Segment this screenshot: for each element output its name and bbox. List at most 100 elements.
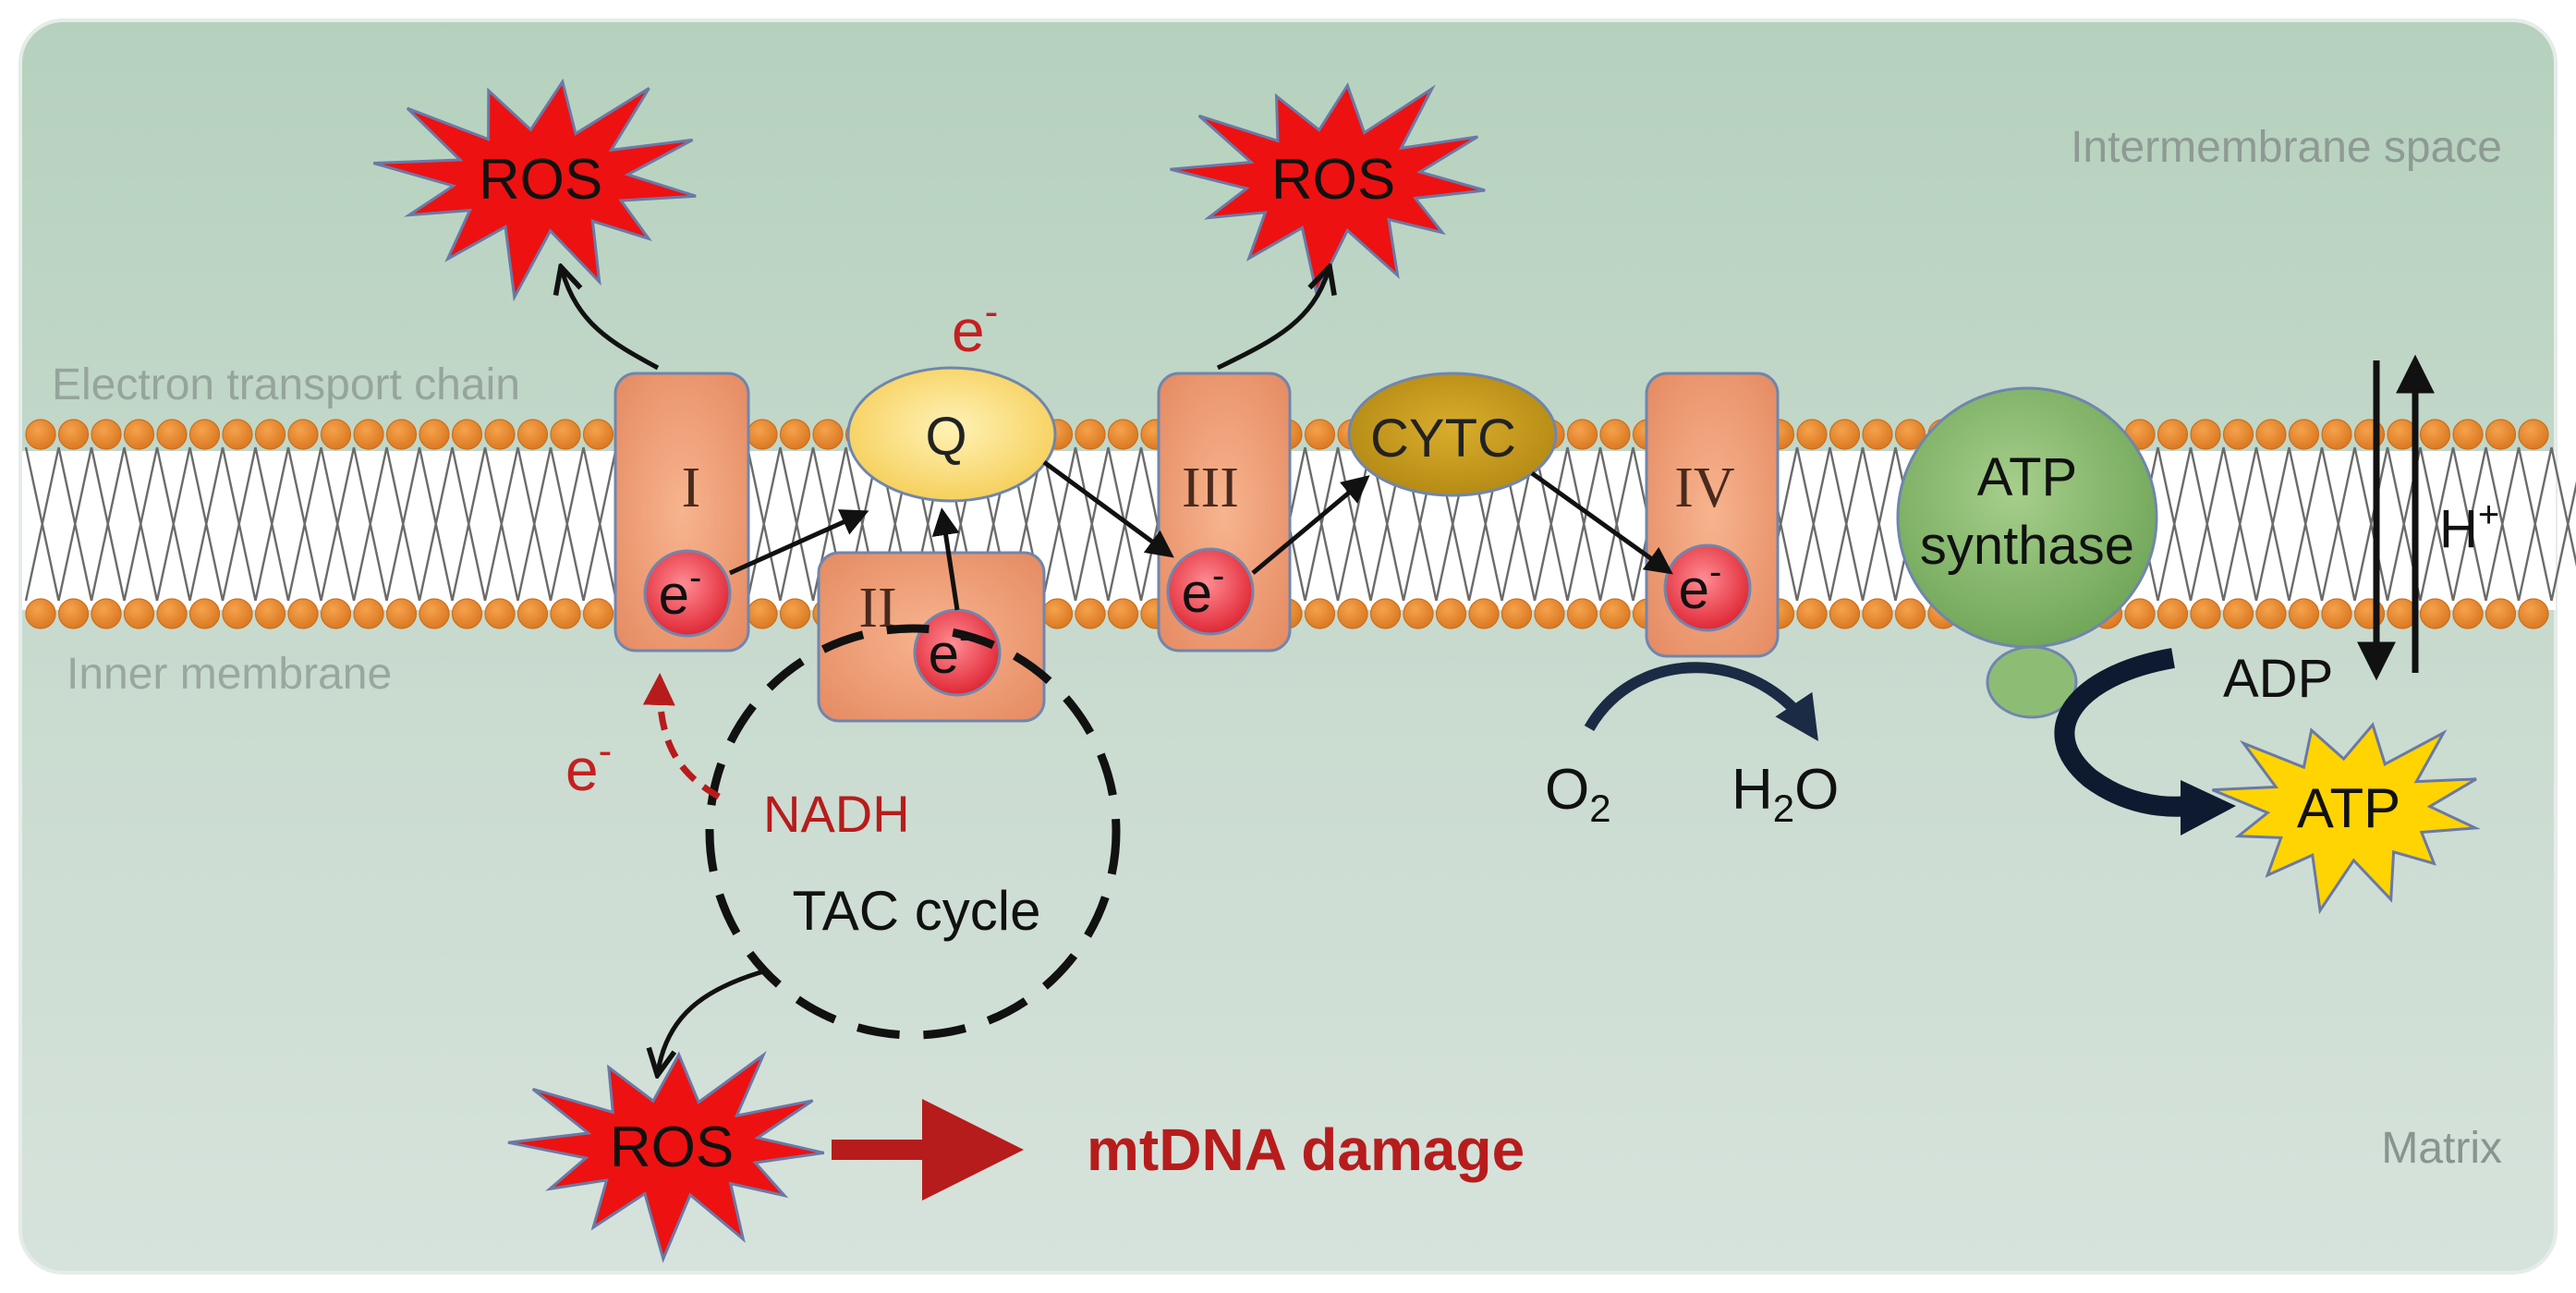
lipid-head [451,598,483,629]
lipid-head [1894,419,1926,450]
cytochrome-c: CYTC [1347,372,1558,497]
lipid-head [1862,419,1893,450]
lipid-head [91,419,122,450]
lipid-head [2255,419,2287,450]
lipid-head [1304,419,1336,450]
lipid-head [2419,419,2451,450]
lipid-head [57,419,90,450]
lipid-head [2518,419,2549,450]
cytc-label: CYTC [1370,409,1516,469]
svg-text:e-: e- [659,557,702,626]
lipid-head [2321,598,2352,629]
lipid-head [287,598,319,629]
lipid-head [1369,598,1402,629]
lipid-head [1304,598,1336,629]
complex-3-label: III [1182,457,1239,519]
lipid-head [2518,598,2549,629]
lipid-head [1534,598,1565,629]
electron-ball-3: e- [1166,547,1255,636]
electron-label-nadh: e- [565,728,612,803]
lipid-head [1107,419,1139,450]
lipid-head [2485,598,2517,629]
lipid-head [188,598,221,629]
etc-label: Electron transport chain [52,360,520,409]
electron-ball-4: e- [1663,543,1752,632]
lipid-head [419,419,450,450]
arrow-adp-to-atp [2054,648,2193,817]
complex-4-label: IV [1674,457,1735,519]
lipid-head [1435,598,1467,629]
svg-text:e-: e- [1679,552,1722,620]
lipid-head [156,598,188,629]
lipid-head [2419,598,2451,629]
lipid-head [1862,598,1893,629]
lipid-head [385,598,418,629]
atp-synthase: ATP synthase [1896,386,2158,719]
lipid-head [1337,598,1368,629]
lipid-head [353,598,384,629]
lipid-head [57,598,90,629]
intermembrane-space-label: Intermembrane space [2071,123,2502,172]
arrow-adp-to-atp-head [2181,780,2236,836]
lipid-head [385,419,418,450]
arrow-o2-to-h2o [1584,662,1818,741]
lipid-head [353,419,384,450]
lipid-head [451,419,483,450]
lipid-head [1894,598,1926,629]
svg-text:e-: e- [1182,555,1225,624]
lipid-head [2222,598,2254,629]
nadh-label: NADH [763,785,910,843]
lipid-head [1599,598,1631,629]
complex-1-label: I [682,457,701,519]
lipid-head [2124,598,2156,629]
lipid-head [747,419,778,450]
lipid-head [1599,419,1631,450]
lipid-head [1796,419,1828,450]
lipid-head [2255,598,2287,629]
lipid-head [287,419,319,450]
lipid-head [2157,419,2189,450]
lipid-head [2288,598,2320,629]
lipid-head [25,419,56,450]
lipid-head [2222,419,2254,450]
ros-label-3: ROS [610,1116,734,1179]
arrow-e2-to-q [931,507,960,611]
atp-star-shape [2211,722,2481,915]
h2o-label: H2O [1732,758,1839,830]
lipid-head [156,419,188,450]
lipid-head [1829,598,1861,629]
lipid-head [582,598,614,629]
arrow-complex3-to-ros [1216,270,1329,371]
arrow-q-to-e3 [1042,459,1174,558]
ros-burst-1: ROS [372,78,697,302]
arrow-tac-to-ros [658,968,768,1072]
lipid-head [747,598,778,629]
lipid-head [812,419,844,450]
lipid-head [2288,419,2320,450]
matrix-label: Matrix [2381,1124,2502,1173]
atp-burst: ATP [2211,722,2481,915]
adp-label: ADP [2223,649,2333,709]
lipid-head [1566,598,1598,629]
ros-label-1: ROS [479,148,602,212]
lipid-head [1501,598,1533,629]
lipid-head [1041,598,1074,629]
q-label: Q [925,407,966,467]
arrow-complex1-to-ros [562,270,660,371]
lipid-head [25,598,56,629]
lipid-head [2190,598,2221,629]
lipid-head [320,598,352,629]
ros-star-shape [372,78,697,302]
proton-label: H+ [2439,494,2499,559]
svg-text:e-: e- [929,616,972,685]
ros-burst-2: ROS [1170,82,1486,298]
lipid-head [2190,419,2221,450]
lipid-head [1403,598,1434,629]
tac-cycle-circle [705,624,1121,1040]
arrow-e1-to-q [728,509,869,576]
ubiquinone-q: Q [846,366,1057,503]
lipid-head [2452,598,2484,629]
lipid-head [419,598,450,629]
arrow-nadh-to-complex1 [642,673,721,800]
